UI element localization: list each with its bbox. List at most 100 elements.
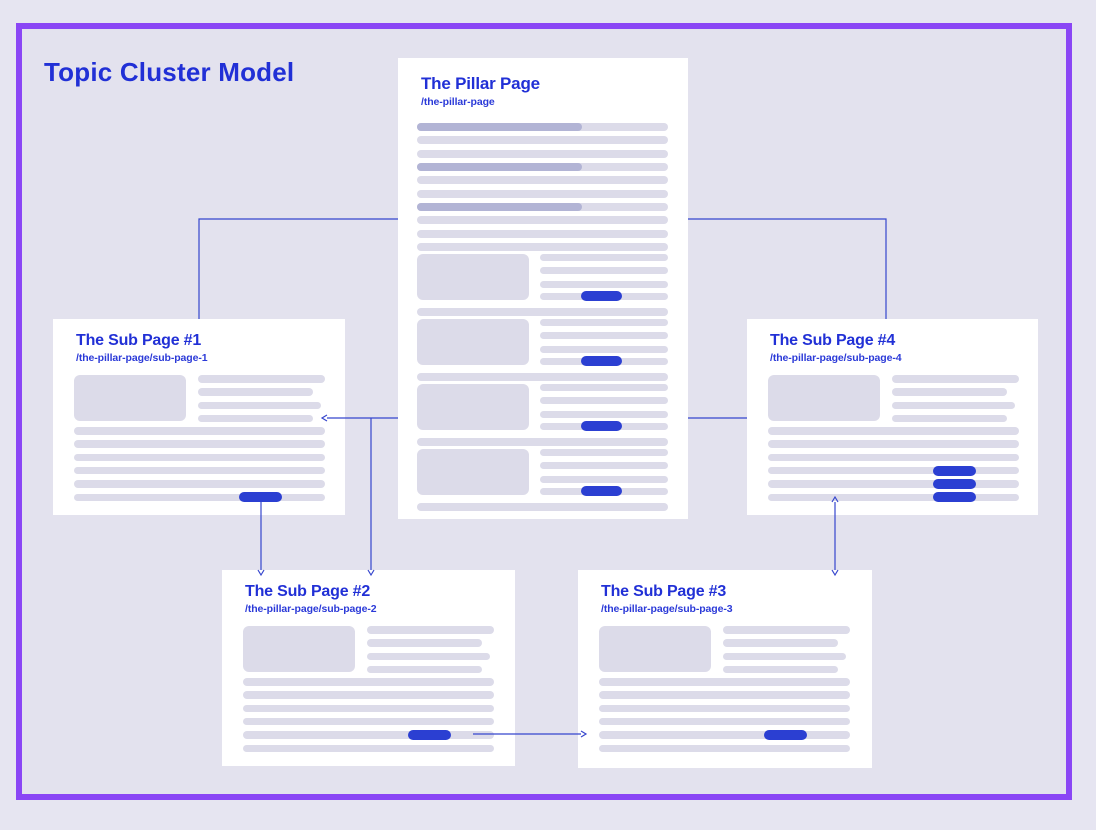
text-line xyxy=(243,691,494,699)
text-line xyxy=(417,437,668,446)
sub-page-1-url: /the-pillar-page/sub-page-1 xyxy=(76,352,208,364)
text-line xyxy=(768,427,1019,435)
internal-link-pill xyxy=(581,486,622,496)
text-line xyxy=(540,462,668,469)
text-line xyxy=(243,717,494,726)
internal-link-pill xyxy=(933,465,976,476)
text-line xyxy=(243,731,494,739)
pillar-page-url: /the-pillar-page xyxy=(421,96,495,108)
text-line xyxy=(540,410,668,418)
text-line xyxy=(417,502,668,511)
diagram-title: Topic Cluster Model xyxy=(44,57,295,87)
text-line xyxy=(768,440,1019,448)
text-line xyxy=(723,639,838,647)
text-line xyxy=(540,345,668,353)
text-line xyxy=(540,475,668,483)
internal-link-pill xyxy=(239,492,282,503)
text-line xyxy=(198,401,321,410)
text-line xyxy=(540,254,668,261)
image-placeholder xyxy=(417,384,529,430)
text-line xyxy=(417,216,668,225)
text-line xyxy=(367,652,490,661)
sub-page-4-skeleton xyxy=(747,319,1038,515)
text-line xyxy=(540,319,668,326)
text-line xyxy=(417,136,668,145)
text-line xyxy=(417,203,668,212)
text-line xyxy=(599,678,850,686)
text-line xyxy=(417,163,668,172)
text-line xyxy=(74,493,325,501)
text-line xyxy=(417,149,668,158)
text-line xyxy=(540,332,668,339)
internal-link-pill xyxy=(581,291,622,301)
text-line xyxy=(417,123,668,131)
sub-page-3-skeleton xyxy=(578,570,872,768)
text-line xyxy=(74,440,325,448)
pillar-page-card: The Pillar Page /the-pillar-page xyxy=(398,58,688,519)
text-line xyxy=(417,243,668,252)
text-line xyxy=(540,384,668,391)
text-line xyxy=(768,493,1019,501)
sub-page-2-card: The Sub Page #2 /the-pillar-page/sub-pag… xyxy=(222,570,515,766)
text-line xyxy=(723,626,850,634)
sub-page-2-title: The Sub Page #2 xyxy=(245,583,371,600)
text-line-emphasis xyxy=(417,203,582,212)
pillar-page-title: The Pillar Page xyxy=(421,74,540,93)
text-line xyxy=(367,665,482,674)
image-placeholder xyxy=(768,375,880,421)
sub-page-2-url: /the-pillar-page/sub-page-2 xyxy=(245,603,377,615)
text-line xyxy=(540,449,668,456)
text-line xyxy=(417,307,668,316)
sub-page-1-title: The Sub Page #1 xyxy=(76,332,202,349)
text-line xyxy=(768,480,1019,488)
text-line xyxy=(599,717,850,726)
text-line xyxy=(723,665,838,674)
text-line xyxy=(599,691,850,699)
internal-link-pill xyxy=(581,356,622,366)
text-line xyxy=(74,480,325,488)
text-line-emphasis xyxy=(417,123,582,131)
text-line-emphasis xyxy=(417,163,582,172)
text-line xyxy=(198,375,325,383)
text-line xyxy=(768,466,1019,475)
text-line xyxy=(417,189,668,198)
text-line xyxy=(892,388,1007,396)
text-line xyxy=(198,414,313,423)
text-line xyxy=(417,229,668,238)
image-placeholder xyxy=(417,254,529,300)
text-line xyxy=(74,466,325,475)
text-line xyxy=(243,744,494,752)
sub-page-3-title: The Sub Page #3 xyxy=(601,583,727,600)
text-line xyxy=(417,372,668,381)
sub-page-1-card: The Sub Page #1 /the-pillar-page/sub-pag… xyxy=(53,319,345,515)
text-line xyxy=(243,678,494,686)
text-line xyxy=(540,280,668,288)
text-line xyxy=(367,626,494,634)
sub-page-2-skeleton xyxy=(222,570,515,766)
image-placeholder xyxy=(417,449,529,495)
text-line xyxy=(599,744,850,752)
internal-link-pill xyxy=(581,421,622,431)
text-line xyxy=(540,397,668,404)
text-line xyxy=(367,639,482,647)
text-line xyxy=(74,453,325,462)
internal-link-pill xyxy=(408,730,451,740)
text-line xyxy=(599,704,850,713)
text-line xyxy=(243,704,494,713)
text-line xyxy=(892,375,1019,383)
sub-page-4-title: The Sub Page #4 xyxy=(770,332,896,349)
text-line xyxy=(892,401,1015,410)
text-line xyxy=(417,176,668,185)
sub-page-1-skeleton xyxy=(53,319,345,515)
pillar-page-skeleton xyxy=(398,58,688,519)
sub-page-4-url: /the-pillar-page/sub-page-4 xyxy=(770,352,902,364)
text-line xyxy=(768,453,1019,462)
sub-page-3-card: The Sub Page #3 /the-pillar-page/sub-pag… xyxy=(578,570,872,768)
text-line xyxy=(540,267,668,274)
sub-page-4-card: The Sub Page #4 /the-pillar-page/sub-pag… xyxy=(747,319,1038,515)
image-placeholder xyxy=(417,319,529,365)
internal-link-pill xyxy=(764,730,807,740)
text-line xyxy=(198,388,313,396)
image-placeholder xyxy=(243,626,355,672)
